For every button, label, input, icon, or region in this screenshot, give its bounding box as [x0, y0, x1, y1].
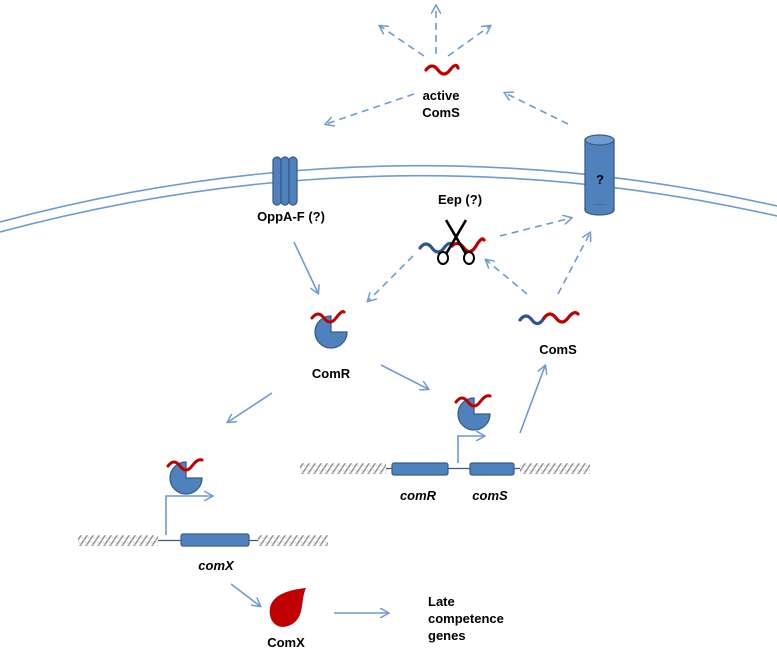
comrs-promoter-arrow	[457, 436, 484, 463]
transporter-cylinder-icon	[584, 134, 615, 216]
coms-gene-box	[469, 462, 515, 476]
comx-protein-label: ComX	[267, 635, 305, 650]
active-coms-label-line2: ComS	[422, 105, 460, 120]
late-genes-label-line1: Late	[428, 594, 455, 609]
comr-protein-icon	[310, 310, 348, 349]
import-arrow	[293, 241, 318, 293]
coms-expression-arrow	[519, 366, 545, 434]
coms-peptide-label: ComS	[539, 342, 577, 357]
eep-label: Eep (?)	[438, 192, 482, 207]
comr-gene-box	[391, 462, 449, 476]
gene-coms-label: comS	[472, 488, 508, 503]
transporter-label: ?	[596, 172, 604, 187]
coms-peptide-blue-part	[518, 314, 546, 326]
active-coms-peptide-icon	[424, 63, 460, 76]
comr-to-comx-arrow	[228, 392, 273, 422]
comr-bound-promoter-icon	[454, 394, 492, 431]
comr-to-comrs-arrow	[380, 364, 428, 389]
precursor-coms-blue-part	[418, 241, 454, 254]
comx-promoter-arrow	[165, 496, 212, 535]
comx-protein-icon	[269, 588, 306, 627]
cell-membrane	[0, 164, 777, 233]
coms-peptide-red-part	[542, 311, 580, 324]
secretion-arrows	[326, 6, 569, 124]
gene-comx-label: comX	[198, 558, 235, 573]
comr-bound-comx-promoter-icon	[166, 458, 204, 495]
comx-operon	[78, 496, 328, 547]
oppa-label: OppA-F (?)	[257, 209, 325, 224]
comx-gene-box	[180, 533, 250, 547]
late-genes-label-line3: genes	[428, 628, 466, 643]
processing-arrows	[368, 218, 590, 301]
active-coms-label-line1: active	[423, 88, 460, 103]
comx-expression-arrow	[230, 583, 260, 606]
late-genes-label-line2: competence	[428, 611, 504, 626]
scissors-icon	[437, 219, 475, 265]
oppa-channel-icon	[272, 156, 298, 206]
comr-coms-operon	[300, 436, 590, 476]
comr-protein-label: ComR	[312, 366, 351, 381]
gene-comr-label: comR	[400, 488, 437, 503]
